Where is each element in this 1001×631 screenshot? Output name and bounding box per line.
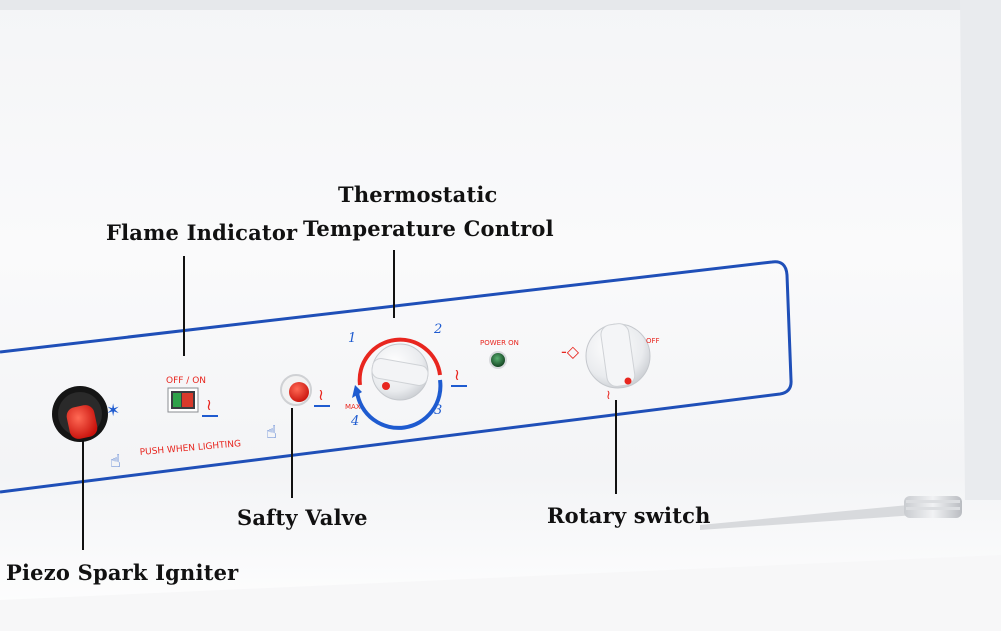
callout-thermostat-line1: Thermostatic [338,182,498,207]
safety-valve-button[interactable] [280,374,312,406]
switch-off-label: OFF [646,337,660,345]
push-hand-icon: ☝ [110,451,121,472]
callout-thermostat-line2: Temperature Control [303,216,554,241]
callout-flame-indicator: Flame Indicator [106,220,298,245]
push-hand-icon-valve: ☝ [266,422,277,443]
base-shadow [700,500,960,530]
dial-number-4: 4 [350,414,359,429]
right-corner-shade [960,0,1001,500]
callout-rotary-switch: Rotary switch [547,503,711,528]
dial-number-3: 3 [434,403,442,418]
flame-icon-valve: ≀ [318,385,324,404]
flame-icon-switch: ≀ [606,388,611,403]
flame-window-label: OFF / ON [166,376,206,386]
dial-arc-red [357,337,442,386]
flame-icon-dial: ≀ [454,365,460,384]
dial-number-2: 2 [433,322,442,337]
callout-safety-valve: Safty Valve [237,505,368,530]
panel-outline [0,260,793,494]
rotary-switch-knob[interactable] [585,322,651,389]
spark-icon: ✶ [106,401,120,421]
gas-plug-icon: -◇ [561,342,580,361]
leveling-foot [904,496,962,518]
push-when-lighting-label: PUSH WHEN LIGHTING [139,439,241,458]
dial-number-1: 1 [348,331,356,346]
piezo-igniter-button[interactable] [52,386,108,442]
dial-arc-blue [355,379,443,430]
dial-max-label: MAX [345,403,361,411]
power-on-label: POWER ON [480,339,519,347]
thermostat-dial[interactable] [352,337,443,430]
lid-edge [0,0,1001,10]
callout-piezo-igniter: Piezo Spark Igniter [6,560,239,585]
dial-arrow [352,385,362,398]
power-on-indicator [489,351,507,369]
base-ledge [0,555,1001,631]
flame-indicator-window [167,387,199,413]
flame-icon-small: ≀ [206,395,212,414]
